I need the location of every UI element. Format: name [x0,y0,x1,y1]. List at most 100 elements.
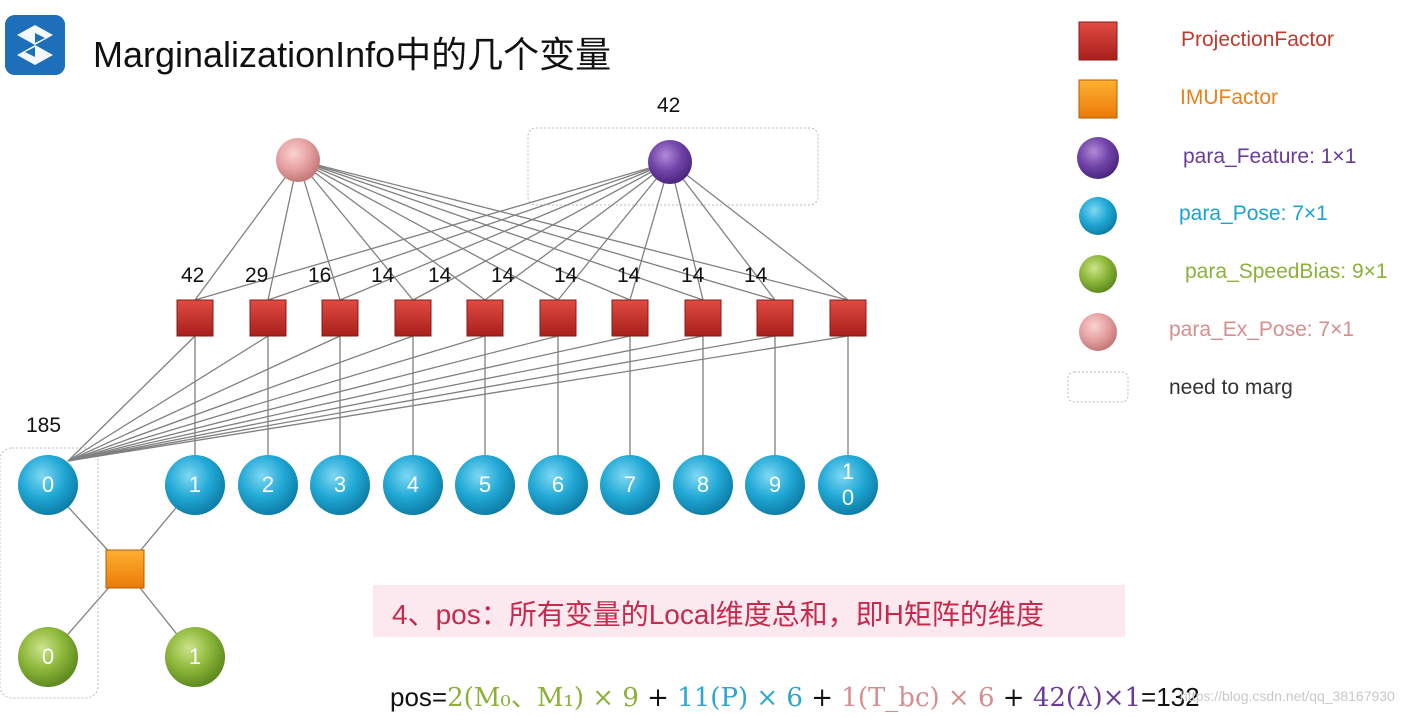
pos-note: 4、pos：所有变量的Local维度总和，即H矩阵的维度 [392,599,1044,630]
projection-factor-node [466,299,504,337]
pose-node-label: 5 [478,472,492,497]
graph-edge [194,159,299,301]
factor-residual-size: 14 [371,264,395,287]
factor-residual-size: 16 [308,264,332,287]
projection-factor-node [829,299,867,337]
pose-node-label: 4 [406,472,420,497]
graph-edge [67,335,849,462]
graph-edge [67,335,704,462]
pose-node-label: 9 [768,472,782,497]
graph-edge [297,159,559,301]
pose-node [383,455,443,515]
pose-node-label: 7 [623,472,637,497]
pose-node-label: 3 [333,472,347,497]
factor-residual-size: 14 [681,264,705,287]
formula-prefix: pos= [390,682,448,712]
legend-pose-label: para_Pose: 7×1 [1179,202,1328,225]
feature-marg-box [527,127,819,206]
projection-factor-node [249,299,287,337]
projection-factor-node [756,299,794,337]
pose-node-label: 6 [551,472,565,497]
factor-residual-size: 14 [428,264,452,287]
projection-factor-node [684,299,722,337]
legend-expose-label: para_Ex_Pose: 7×1 [1169,318,1355,341]
speedbias-node-label: 1 [188,644,202,669]
formula-term-speedbias: 2(M₀、M₁) × 9 [447,683,639,713]
pos-note-box [373,585,1125,637]
graph-edge [297,159,776,301]
legend-projection-icon [1078,21,1118,61]
page-title: MarginalizationInfo中的几个变量 [93,34,612,75]
formula-term-pose: 11(P) × 6 [677,683,803,713]
graph-edge [194,161,671,301]
projection-factor-node [611,299,649,337]
projection-factor-node [321,299,359,337]
pose-node [528,455,588,515]
legend-feature-label: para_Feature: 1×1 [1183,145,1357,168]
pose-node [310,455,370,515]
formula-plus: + [638,683,678,713]
graph-edge [297,159,486,301]
graph-edge [67,335,196,462]
pose0-marg-box [0,447,99,699]
factor-residual-size: 14 [617,264,641,287]
graph-edge [67,335,269,462]
legend-imu-icon [1078,79,1118,119]
legend-marg-box-icon [1067,371,1129,403]
factor-residual-size: 14 [491,264,515,287]
legend-pose-icon [1079,197,1117,235]
legend-speedbias-label: para_SpeedBias: 9×1 [1185,260,1388,283]
legend-speedbias-icon [1079,255,1117,293]
graph-edge [67,335,341,462]
pose-node-label: 2 [261,472,275,497]
legend-expose-icon [1079,313,1117,351]
feature-count: 42 [657,94,681,117]
graph-edge [67,335,631,462]
legend-projection-label: ProjectionFactor [1181,28,1334,51]
pose-node-label: 1 0 [841,459,855,510]
pose-node-label: 1 [188,472,202,497]
speedbias-node [18,627,78,687]
speedbias-node [165,627,225,687]
factor-residual-size: 14 [744,264,768,287]
pose-node [238,455,298,515]
pose-node [818,455,878,515]
legend-imu-label: IMUFactor [1180,86,1279,109]
projection-factor-node [539,299,577,337]
factor-residual-size: 42 [181,264,205,287]
pose-node [165,455,225,515]
graph-edge [67,335,559,462]
graph-edge [297,159,631,301]
s-logo-icon [5,15,65,75]
formula-term-expose: 1(T_bc) × 6 [841,683,995,713]
pose-node [455,455,515,515]
formula-term-feature: 42(λ)×1 [1032,683,1142,713]
formula-plus: + [994,683,1033,713]
graph-edge [297,159,704,301]
legend-feature-icon [1077,137,1119,179]
factor-residual-size: 29 [245,264,269,287]
graph-edge [297,159,414,301]
pose0-count: 185 [26,414,62,437]
imu-factor-node [105,549,145,589]
graph-edge [267,159,299,301]
formula-result: =132 [1141,682,1200,712]
pos-formula: pos=2(M₀、M₁) × 9 + 11(P) × 6 + 1(T_bc) ×… [390,677,1200,714]
pose-node [745,455,805,515]
pose-node-label: 0 [41,472,55,497]
watermark: https://blog.csdn.net/qq_38167930 [1180,688,1395,704]
projection-factor-node [394,299,432,337]
ex-pose-node [276,138,320,182]
pose-node [600,455,660,515]
graph-edge [67,335,414,462]
graph-edge [669,161,849,301]
pose-node [673,455,733,515]
feature-node [648,140,692,184]
graph-edge [297,159,341,301]
graph-edge [67,335,486,462]
graph-edge [267,161,671,301]
graph-edge [67,335,776,462]
pose-node [18,455,78,515]
factor-residual-size: 14 [554,264,578,287]
